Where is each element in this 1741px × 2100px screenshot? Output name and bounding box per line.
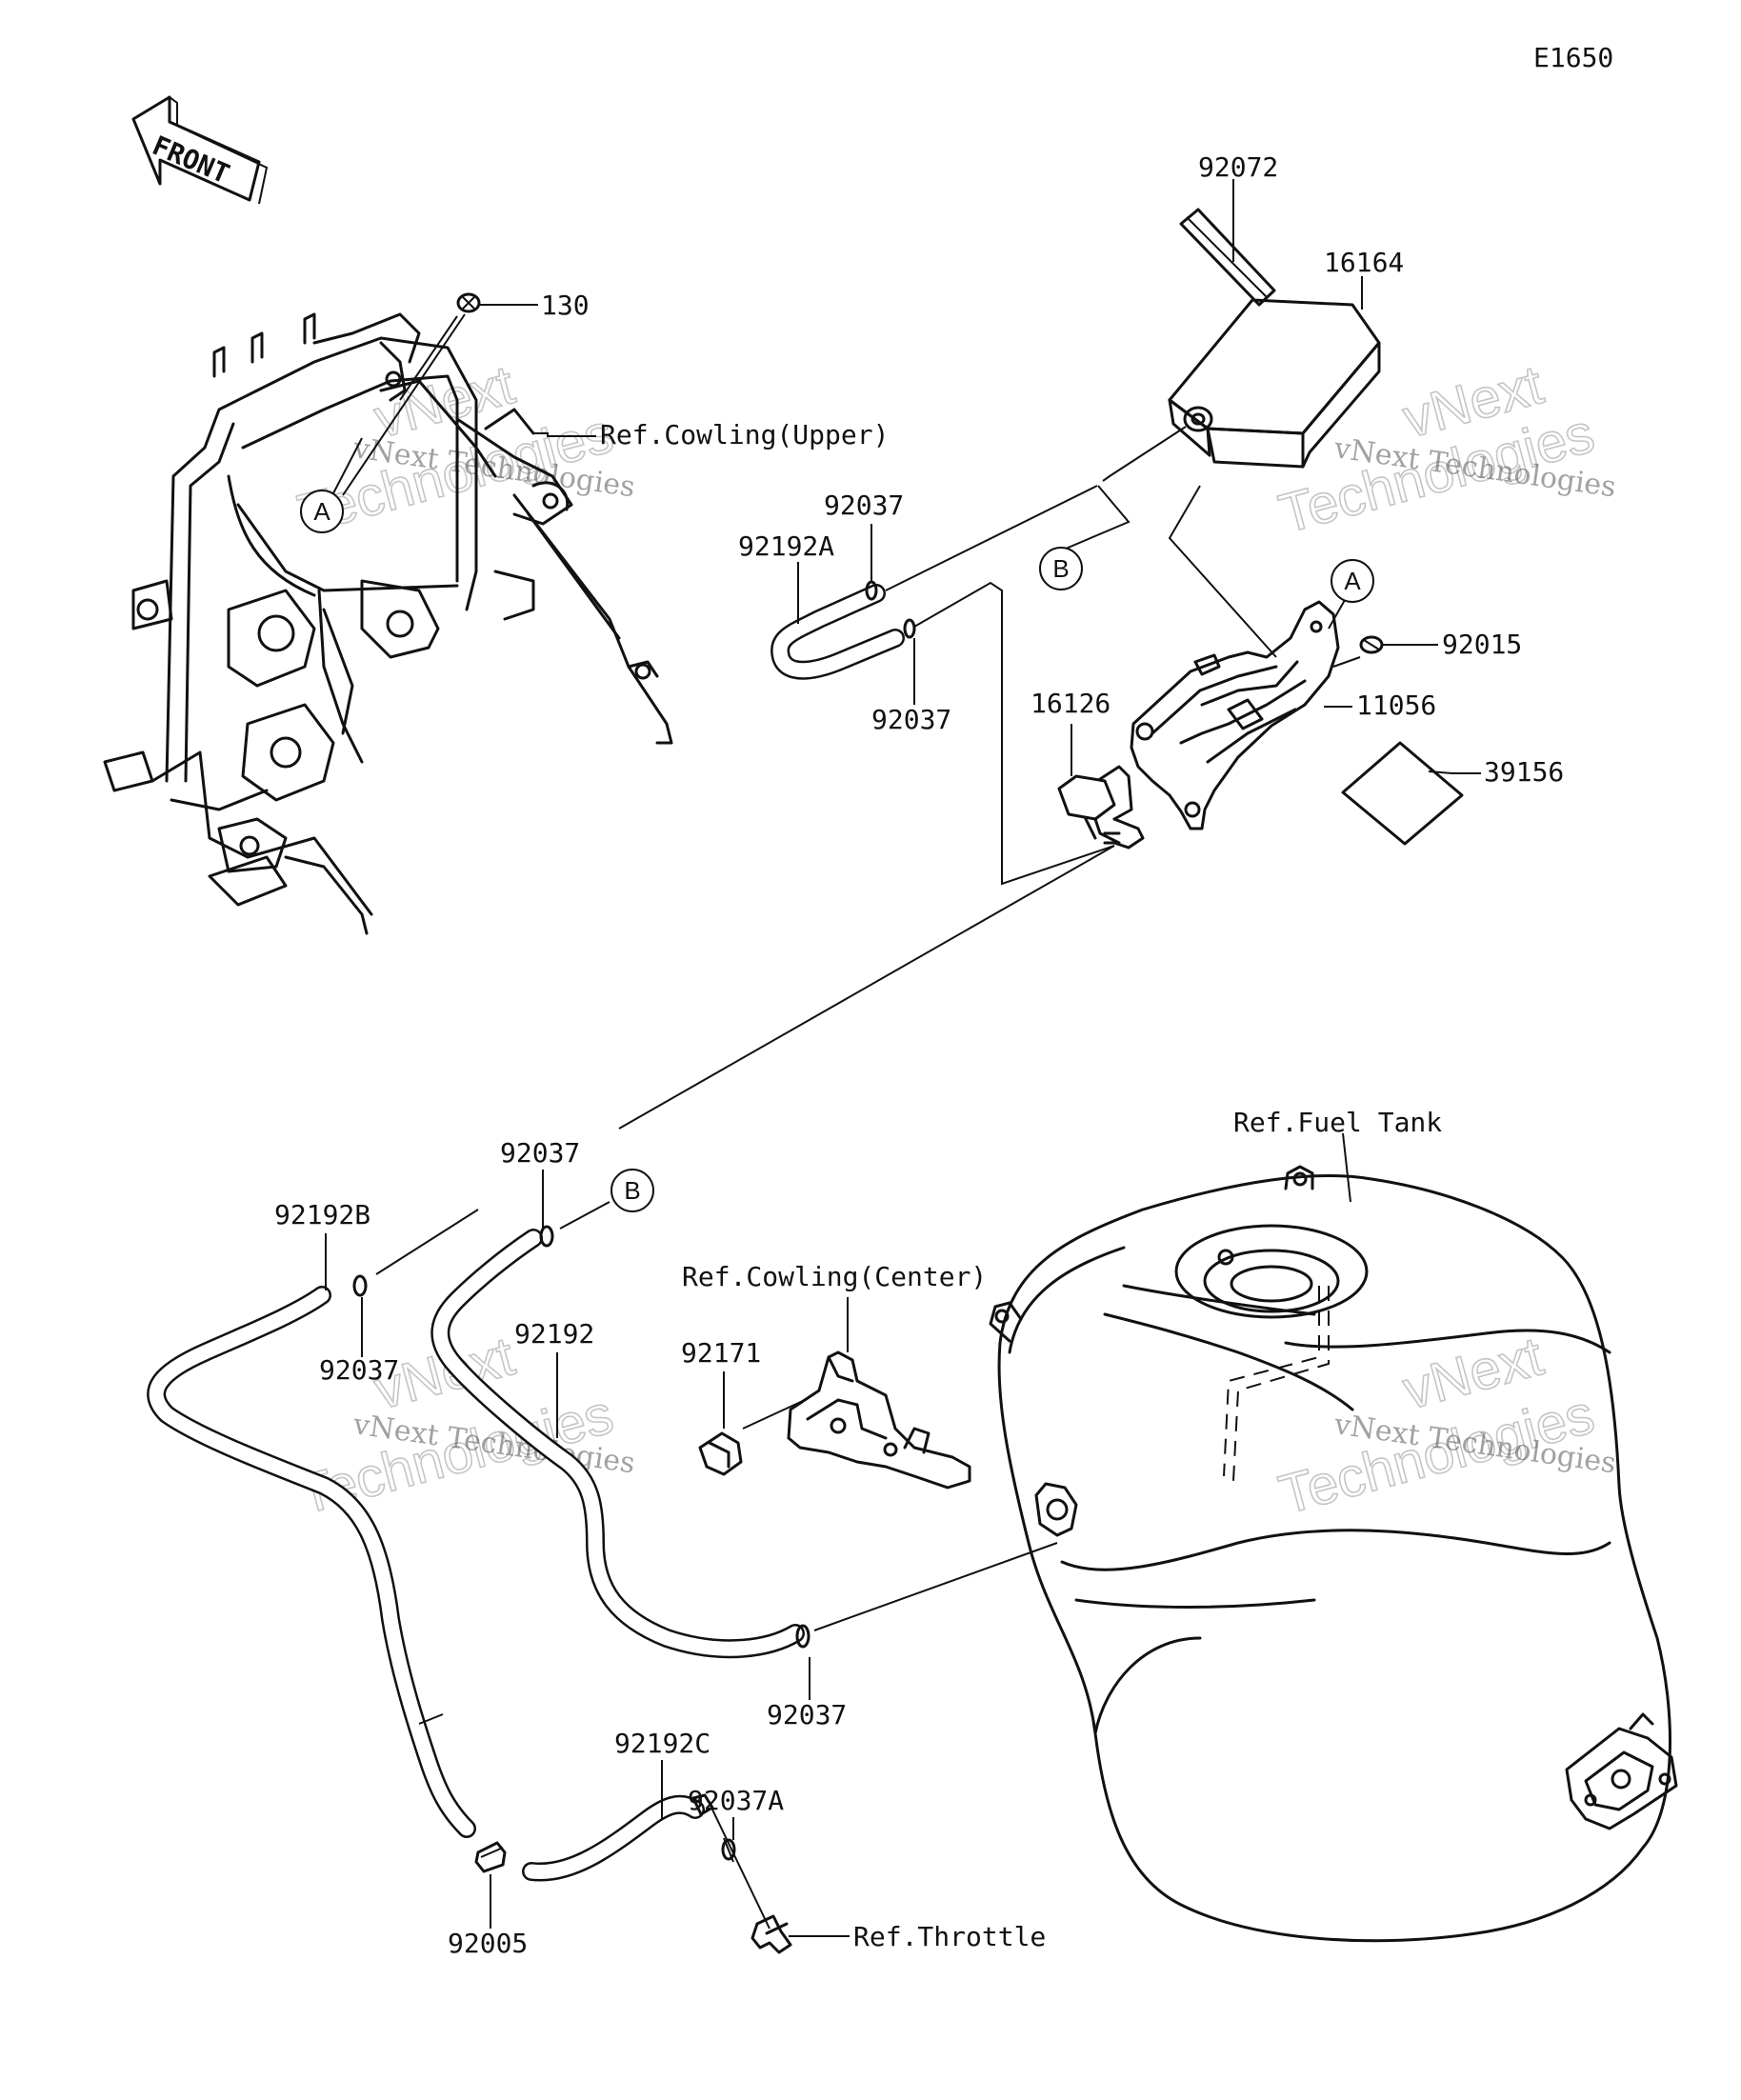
ref-fuel-tank: Ref.Fuel Tank: [1233, 1107, 1442, 1138]
clamp-92037-c-icon: [539, 1225, 554, 1248]
cowling-center-bracket-icon: [787, 1350, 971, 1490]
ref-cowling-upper: Ref.Cowling(Upper): [600, 419, 889, 450]
clip-92171-icon: [698, 1431, 743, 1476]
bracket-11056-icon: [1130, 600, 1340, 830]
solenoid-valve-16126-icon: [1057, 765, 1145, 850]
label-92192a: 92192A: [738, 530, 834, 562]
clamp-92037a-icon: [721, 1837, 736, 1863]
label-16164: 16164: [1324, 247, 1404, 278]
ref-cowling-center: Ref.Cowling(Center): [682, 1261, 987, 1292]
marker-a-left: [300, 490, 344, 533]
strap-92072-icon: [1179, 208, 1276, 307]
label-92037-e: 92037: [767, 1699, 847, 1730]
frame-assembly: [103, 312, 673, 935]
watermark-bottom-right: vNext Technologies vNext Technologies: [1272, 1325, 1618, 1528]
clamp-92037-b-icon: [903, 618, 916, 639]
label-92037-b: 92037: [871, 704, 951, 735]
label-92037-c: 92037: [500, 1137, 580, 1169]
marker-b-lower: [610, 1169, 654, 1212]
nut-92015-icon: [1359, 635, 1384, 654]
label-130: 130: [541, 290, 590, 321]
hose-92192a-icon: [770, 584, 905, 680]
label-92037-a: 92037: [824, 490, 904, 521]
diagram-code: E1650: [1533, 42, 1613, 73]
label-92072: 92072: [1198, 151, 1278, 183]
clamp-92037-a-icon: [865, 580, 878, 601]
front-arrow-icon: FRONT: [131, 95, 269, 205]
label-39156: 39156: [1484, 756, 1564, 788]
throttle-joint-icon: [750, 1914, 792, 1954]
hose-92192c-icon: [522, 1793, 714, 1882]
svg-text:A: A: [1344, 567, 1361, 595]
fitting-92005-icon: [474, 1841, 507, 1873]
bolt-130-icon: [456, 292, 481, 313]
label-92192c: 92192C: [614, 1728, 710, 1759]
clamp-92037-e-icon: [795, 1624, 810, 1649]
label-92192b: 92192B: [274, 1199, 370, 1230]
label-92015: 92015: [1442, 629, 1522, 660]
fuel-tank-icon: [989, 1165, 1678, 1943]
hose-92192b-icon: [147, 1286, 476, 1838]
svg-text:B: B: [1052, 554, 1069, 583]
clamp-92037-d-icon: [352, 1274, 368, 1297]
hose-92192-icon: [430, 1229, 805, 1659]
svg-text:B: B: [624, 1176, 640, 1205]
label-92037a: 92037A: [688, 1785, 784, 1816]
label-11056: 11056: [1356, 690, 1436, 721]
label-92037-d: 92037: [319, 1354, 399, 1386]
marker-a-right: [1331, 559, 1374, 603]
watermark-top-left: vNext Technologies vNext Technologies: [291, 353, 637, 547]
label-92192: 92192: [514, 1318, 594, 1350]
label-16126: 16126: [1031, 688, 1111, 719]
canister-16164-icon: [1168, 298, 1381, 469]
watermark-top-right: vNext Technologies vNext Technologies: [1272, 353, 1618, 547]
marker-b-upper: [1039, 547, 1083, 590]
label-92005: 92005: [448, 1928, 528, 1959]
label-sticker-39156-icon: [1341, 741, 1464, 846]
ref-throttle: Ref.Throttle: [853, 1921, 1046, 1952]
label-92171: 92171: [681, 1337, 761, 1369]
svg-text:A: A: [313, 497, 330, 526]
